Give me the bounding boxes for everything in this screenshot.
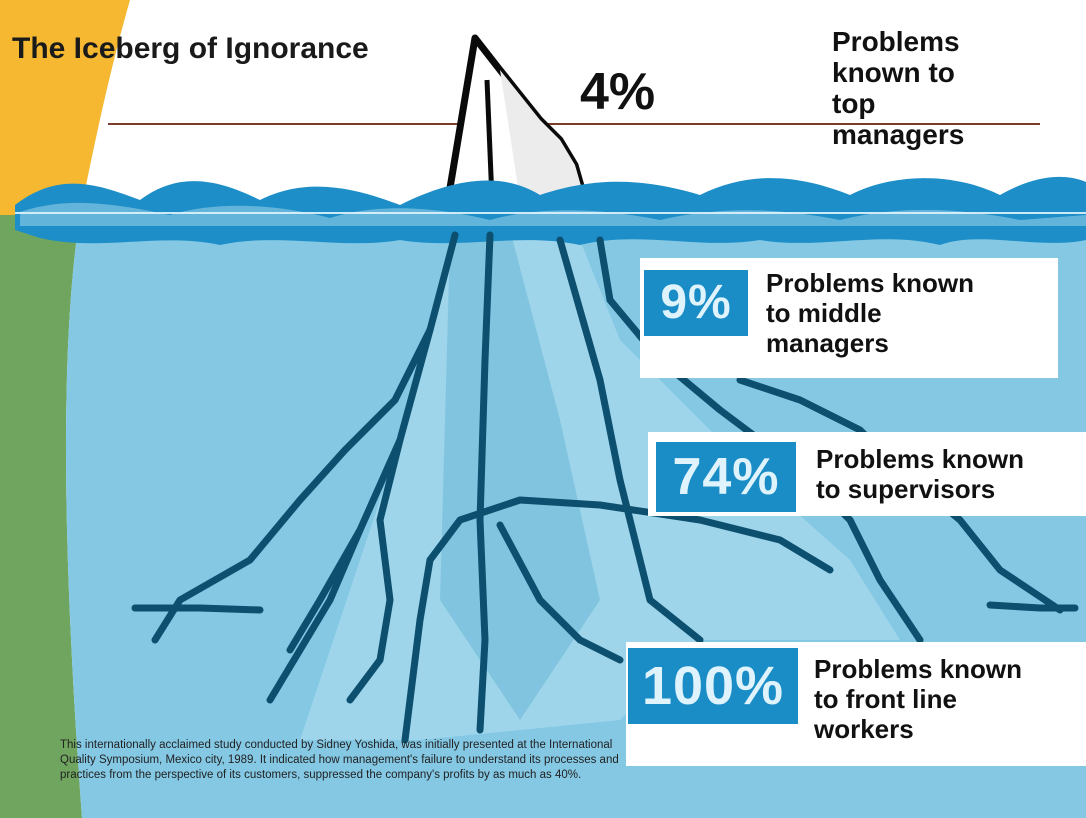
middle-managers-box: 9% Problems known to middle managers (640, 258, 1058, 378)
supervisors-label: Problems known to supervisors (816, 444, 1025, 504)
waves-light (20, 202, 1086, 226)
top-managers-percent: 4% (580, 63, 656, 121)
front-line-workers-percent: 100% (628, 648, 798, 724)
middle-managers-label: Problems known to middle managers (766, 268, 975, 358)
supervisors-percent: 74% (656, 442, 796, 512)
diagram-title: The Iceberg of Ignorance (12, 32, 369, 65)
left-band-green (0, 215, 82, 818)
iceberg-tip-crack (484, 79, 495, 201)
study-footnote: This internationally acclaimed study con… (60, 739, 619, 781)
front-line-workers-label: Problems known to front line workers (814, 654, 1023, 744)
middle-managers-percent: 9% (644, 270, 748, 336)
front-line-workers-box: 100% Problems known to front line worker… (626, 642, 1086, 766)
iceberg-tip-shadow (500, 70, 585, 200)
left-band-yellow (0, 0, 130, 215)
supervisors-box: 74% Problems known to supervisors (648, 432, 1086, 516)
top-managers-label: Problems known to top managers (832, 26, 965, 150)
